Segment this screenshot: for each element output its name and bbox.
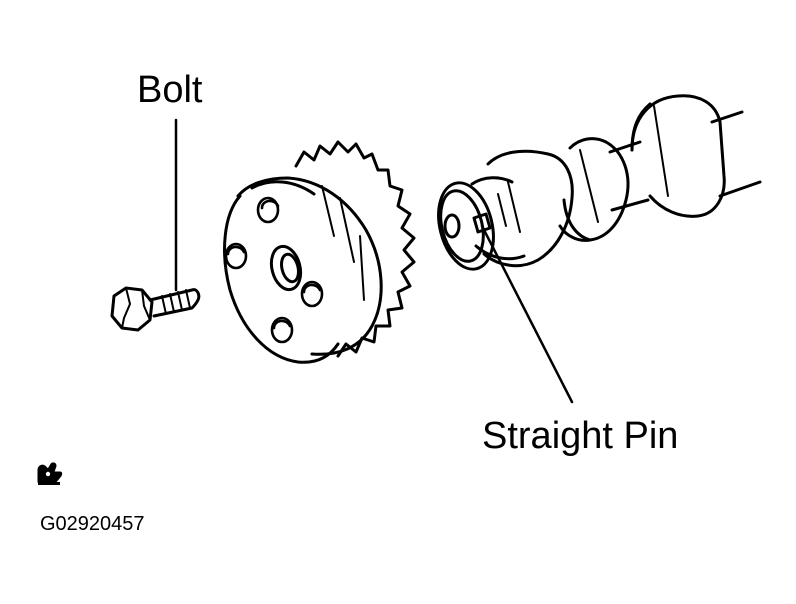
straight-pin-leader-line (480, 224, 574, 404)
bolt-label: Bolt (137, 69, 203, 111)
wrench-tool-icon (36, 460, 66, 486)
straight-pin-label: Straight Pin (482, 415, 679, 457)
timing-sprocket (223, 140, 416, 364)
figure-code: G02920457 (40, 513, 145, 535)
bolt-part (110, 286, 201, 332)
camshaft (437, 94, 762, 271)
